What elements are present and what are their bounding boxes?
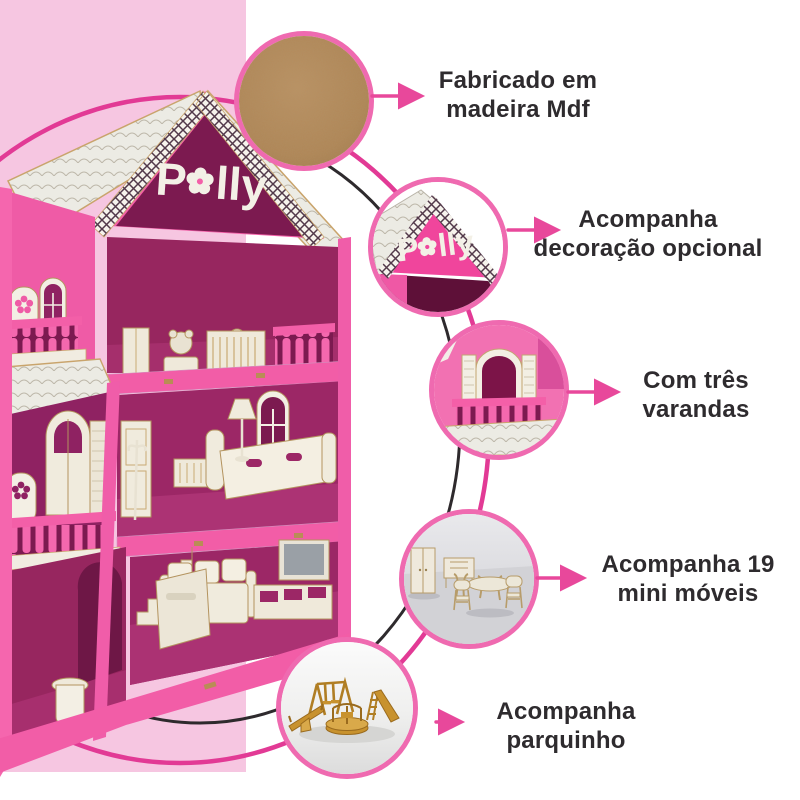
feature-label-line: mini móveis [617,580,759,607]
feature-label-line: Acompanha 19 [601,551,775,578]
balcony-bubble [429,320,569,460]
feature-label-line: Acompanha [578,206,718,233]
svg-text:P: P [395,230,421,268]
mini-furniture-bubble [399,509,539,649]
sign-letters-lly: lly [214,157,269,212]
feature-label-line: Acompanha [496,698,636,725]
house-frame [0,187,351,777]
living-room [130,539,346,685]
balcony-photo [434,325,564,455]
feature-label-line: Com três [643,367,749,394]
feature-label-line: varandas [642,396,750,423]
sign-letter-p: P [154,152,188,206]
mini-furniture-photo [404,514,534,644]
sign-flower-o [186,167,214,195]
playground-bubble [276,637,418,779]
middle-bedroom [117,381,346,541]
mdf-wood-texture-bubble [234,31,374,171]
roof-polly-sign: P lly [373,182,503,312]
left-wing [0,189,126,749]
seesaw [288,703,325,733]
roof [6,89,347,271]
playground-photo [281,642,413,774]
feature-label-parquinho: Acompanha parquinho [496,697,635,755]
feature-label-moveis: Acompanha 19 mini móveis [601,550,774,608]
feature-label-line: Fabricado em [438,67,598,94]
feature-label-line: parquinho [506,727,626,754]
feature-label-decor: Acompanha decoração opcional [534,205,763,263]
feature-label-mdf: Fabricado em madeira Mdf [439,66,597,124]
carousel [325,703,369,735]
attic-room [107,237,347,385]
dollhouse-photo: P lly [0,89,351,777]
mdf-wood-texture [239,36,369,166]
roof-polly-sign-bubble: P lly [368,177,508,317]
feature-label-line: madeira Mdf [446,96,590,123]
polly-sign: P lly [154,152,269,212]
feature-label-line: decoração opcional [533,235,763,262]
svg-text:lly: lly [436,223,476,263]
slide [366,689,400,723]
feature-label-varandas: Com três varandas [643,366,750,424]
